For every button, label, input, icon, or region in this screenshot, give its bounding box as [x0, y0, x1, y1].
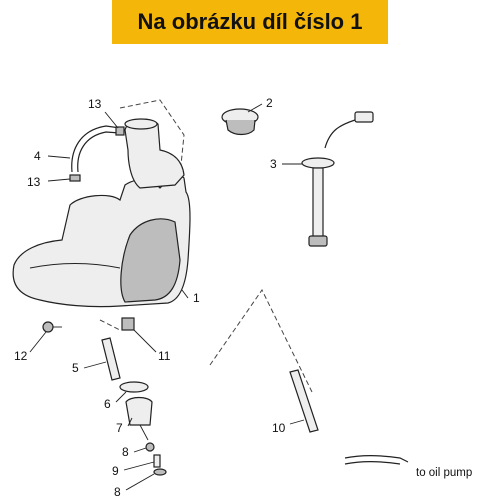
- mounting-screw-head: [42, 321, 54, 333]
- callout-8-upper: 8: [122, 445, 129, 459]
- leader-9: [123, 461, 155, 471]
- leader-12: [29, 331, 47, 353]
- leader-2: [247, 103, 263, 113]
- oil-pump-line: [344, 455, 409, 463]
- filler-neck: [124, 118, 185, 189]
- callout-2: 2: [266, 96, 273, 110]
- callout-7: 7: [116, 421, 123, 435]
- level-sensor-plug: [354, 111, 374, 123]
- callout-13-lower: 13: [27, 175, 41, 189]
- callout-8-lower: 8: [114, 485, 121, 499]
- clip-nut: [121, 317, 135, 331]
- leader-11: [133, 329, 157, 353]
- level-sensor-float: [308, 235, 328, 247]
- callout-5: 5: [72, 361, 79, 375]
- callout-6: 6: [104, 397, 111, 411]
- hose-clamp: [119, 381, 149, 393]
- title-banner: Na obrázku díl číslo 1: [112, 0, 388, 44]
- breather-hose-inner: [77, 131, 121, 173]
- callout-12: 12: [14, 349, 28, 363]
- leader-5: [83, 361, 107, 369]
- leader-8b: [125, 473, 155, 491]
- filler-neck-opening: [124, 118, 158, 130]
- outlet-hose: [101, 337, 121, 381]
- fitting-bolt: [153, 454, 161, 468]
- level-sensor-flange: [301, 157, 335, 169]
- sealing-washer-upper: [145, 442, 155, 452]
- callout-10: 10: [272, 421, 286, 435]
- callout-3: 3: [270, 157, 277, 171]
- hose-clip-lower: [69, 174, 81, 182]
- breather-hose: [71, 125, 121, 173]
- oil-tank-detail-line: [29, 263, 121, 269]
- oil-tank-side-panel: [120, 218, 181, 303]
- hose-clip-upper: [115, 126, 125, 136]
- page-title: Na obrázku díl číslo 1: [137, 9, 363, 34]
- guide-line-bottom: [99, 319, 121, 331]
- leader-4: [47, 155, 71, 159]
- guide-line-filler: [119, 99, 185, 176]
- leader-8a: [133, 447, 147, 453]
- callout-9: 9: [112, 464, 119, 478]
- callout-4: 4: [34, 149, 41, 163]
- sealing-washer-lower: [153, 468, 167, 476]
- leader-6: [115, 391, 127, 403]
- leader-10: [289, 419, 305, 425]
- callout-11: 11: [158, 349, 171, 363]
- filler-cap-base: [225, 119, 256, 136]
- oil-pump-line-inner: [344, 461, 401, 465]
- level-sensor-wire: [324, 119, 356, 149]
- level-sensor-stem: [312, 167, 324, 239]
- callout-1: 1: [193, 291, 200, 305]
- oil-filter-stem: [139, 424, 149, 441]
- leader-7: [127, 417, 133, 427]
- guide-line-oil-return: [209, 289, 313, 393]
- leader-13a: [104, 111, 119, 129]
- leader-1: [181, 289, 189, 299]
- callout-13-upper: 13: [88, 97, 102, 111]
- oil-filter: [125, 396, 153, 426]
- to-oil-pump-label: to oil pump: [416, 467, 472, 479]
- oil-pump-hose: [289, 369, 319, 433]
- leader-13b: [47, 178, 71, 182]
